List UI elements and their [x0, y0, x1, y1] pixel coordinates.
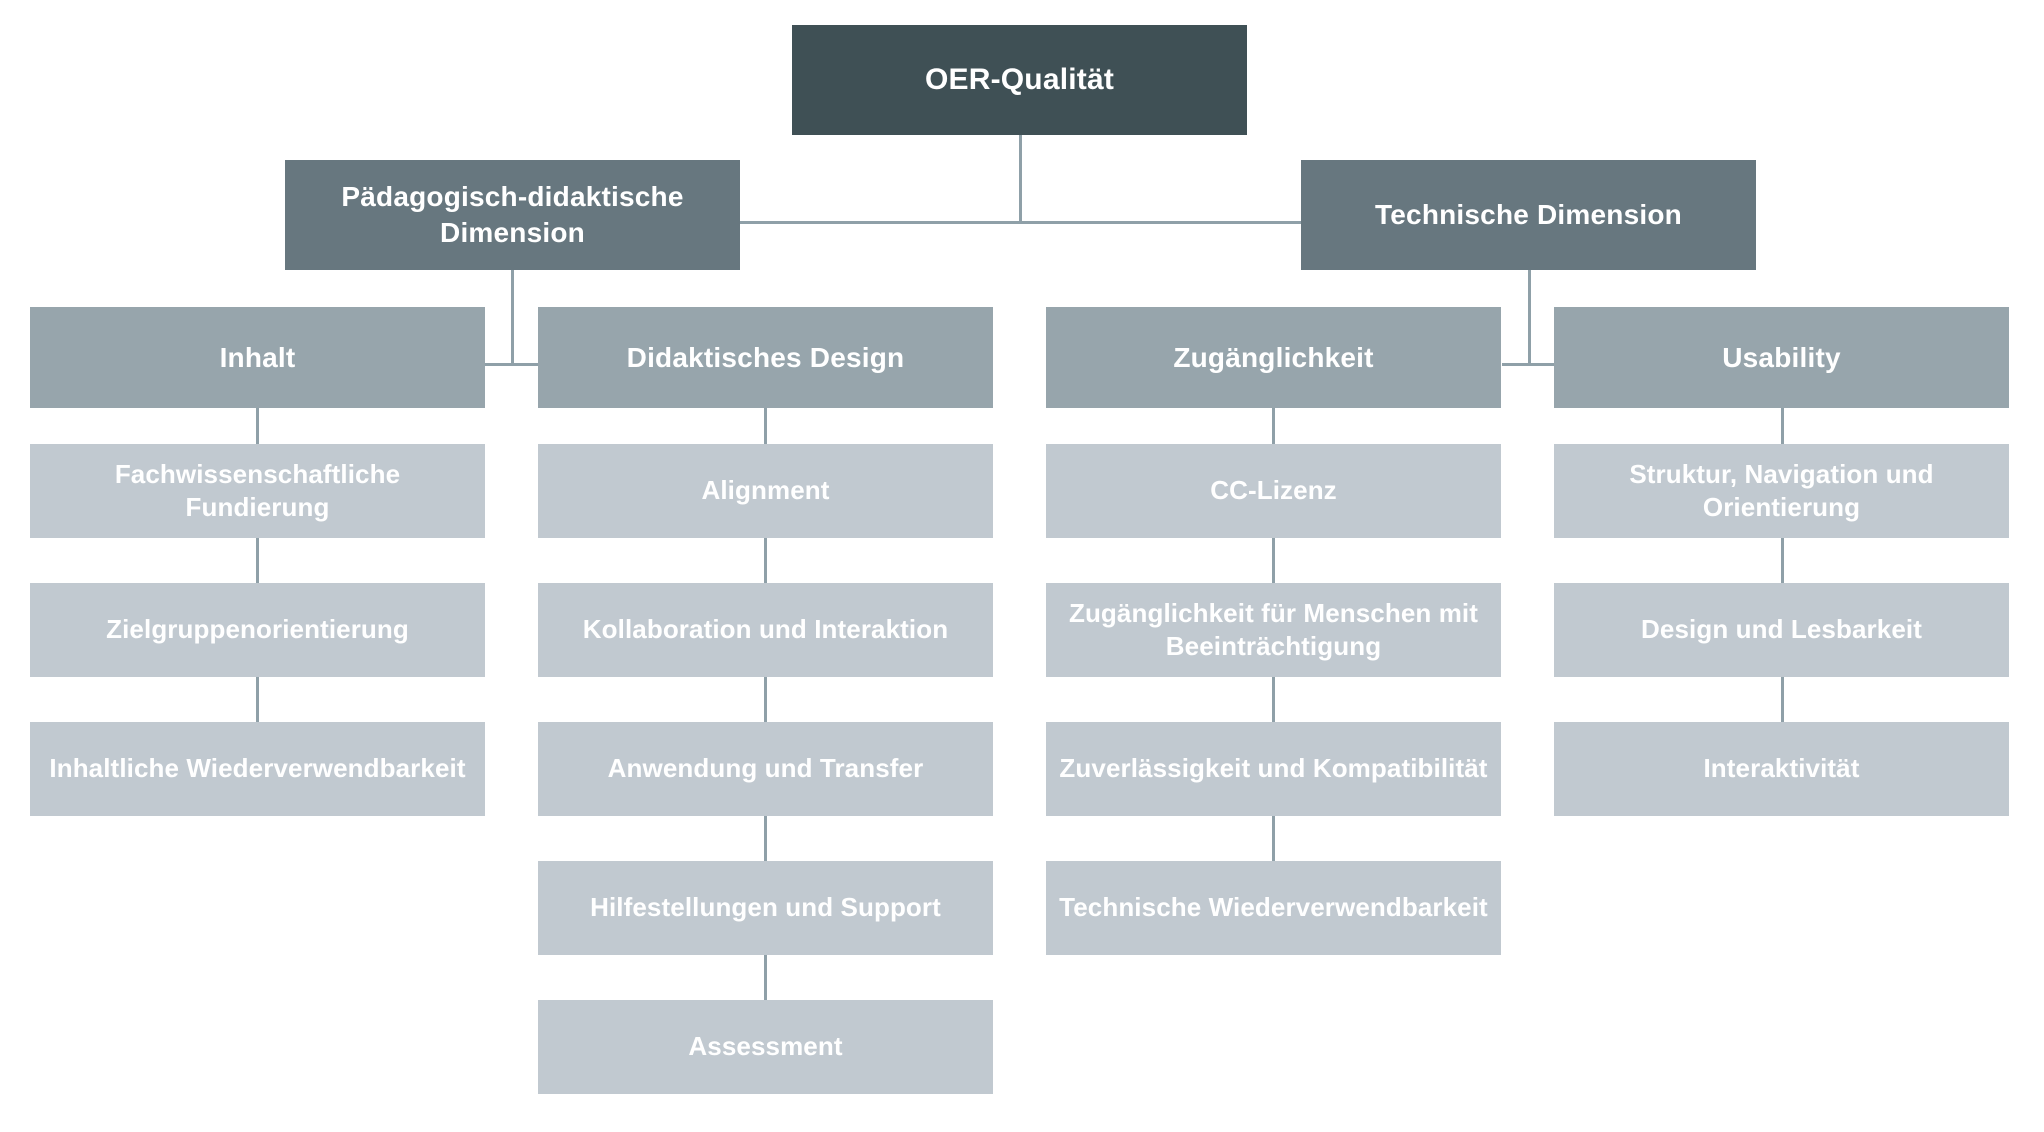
node-leaf-inhaltliche-wiederverwendbarkeit[interactable]: Inhaltliche Wiederverwendbarkeit: [30, 722, 485, 816]
node-leaf-assessment[interactable]: Assessment: [538, 1000, 993, 1094]
connector-dimension-bar: [740, 221, 1301, 224]
node-leaf-anwendung-und-transfer[interactable]: Anwendung und Transfer: [538, 722, 993, 816]
node-leaf-struktur-navigation-und-orientierung[interactable]: Struktur, Navigation und Orientierung: [1554, 444, 2009, 538]
node-leaf-design-und-lesbarkeit[interactable]: Design und Lesbarkeit: [1554, 583, 2009, 677]
connector-spine-col1: [256, 408, 259, 738]
node-leaf-hilfestellungen-und-support[interactable]: Hilfestellungen und Support: [538, 861, 993, 955]
node-leaf-zielgruppenorientierung[interactable]: Zielgruppenorientierung: [30, 583, 485, 677]
node-category-usability[interactable]: Usability: [1554, 307, 2009, 408]
connector-category-bar-right: [1502, 363, 1557, 366]
connector-dimension1-down: [511, 270, 514, 365]
connector-spine-col2: [764, 408, 767, 1008]
connector-root-down: [1019, 135, 1022, 223]
connector-category-bar-left: [485, 363, 540, 366]
node-leaf-technische-wiederverwendbarkeit[interactable]: Technische Wiederverwendbarkeit: [1046, 861, 1501, 955]
node-leaf-interaktivitaet[interactable]: Interaktivität: [1554, 722, 2009, 816]
node-dimension-technische[interactable]: Technische Dimension: [1301, 160, 1756, 270]
node-leaf-fachwissenschaftliche-fundierung[interactable]: Fachwissenschaftliche Fundierung: [30, 444, 485, 538]
node-leaf-zugaenglichkeit-fuer-menschen-mit-beeintraechtigung[interactable]: Zugänglichkeit für Menschen mit Beeinträ…: [1046, 583, 1501, 677]
node-leaf-zuverlaessigkeit-und-kompatibilitaet[interactable]: Zuverlässigkeit und Kompatibilität: [1046, 722, 1501, 816]
node-category-zugaenglichkeit[interactable]: Zugänglichkeit: [1046, 307, 1501, 408]
node-leaf-cc-lizenz[interactable]: CC-Lizenz: [1046, 444, 1501, 538]
node-root-oer-qualitaet[interactable]: OER-Qualität: [792, 25, 1247, 135]
node-dimension-paedagogisch-didaktisch[interactable]: Pädagogisch-didaktische Dimension: [285, 160, 740, 270]
node-leaf-kollaboration-und-interaktion[interactable]: Kollaboration und Interaktion: [538, 583, 993, 677]
node-category-inhalt[interactable]: Inhalt: [30, 307, 485, 408]
connector-dimension2-down: [1528, 270, 1531, 365]
node-leaf-alignment[interactable]: Alignment: [538, 444, 993, 538]
connector-spine-col4: [1781, 408, 1784, 738]
node-category-didaktisches-design[interactable]: Didaktisches Design: [538, 307, 993, 408]
